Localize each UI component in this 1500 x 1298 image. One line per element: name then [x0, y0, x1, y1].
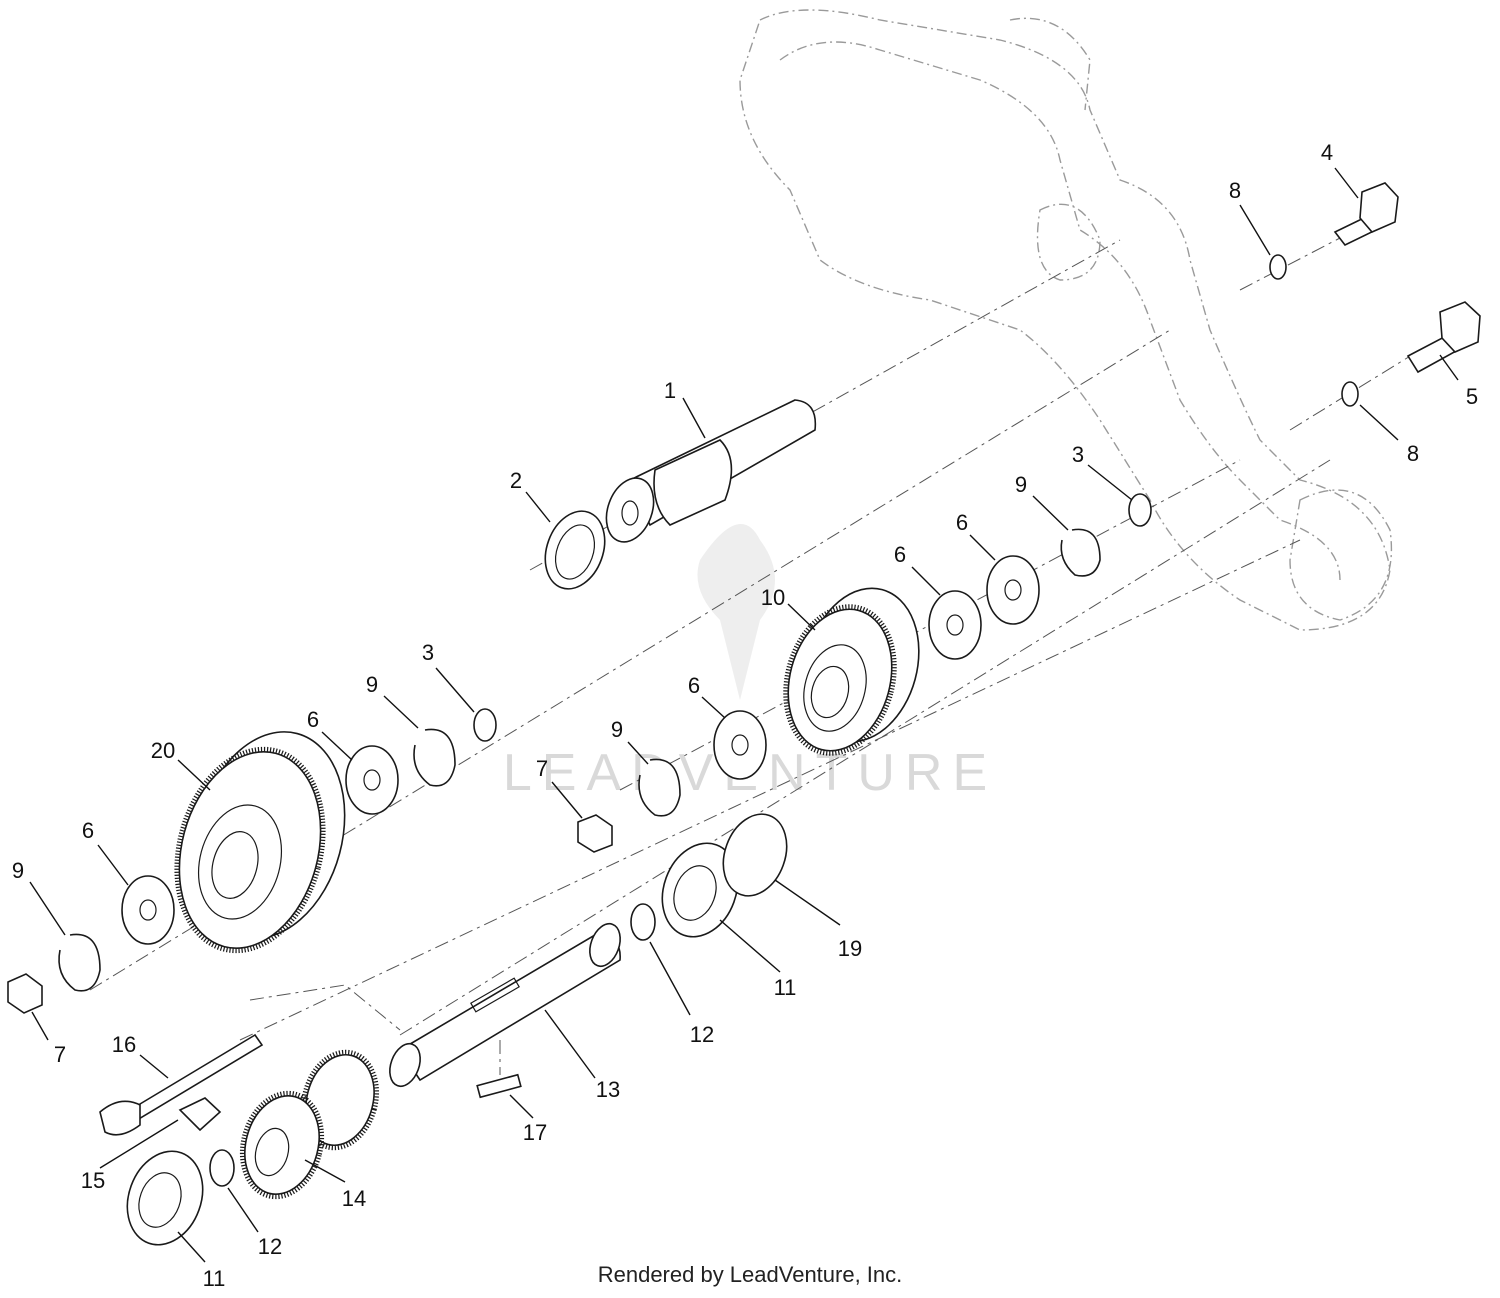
gear-large [174, 731, 346, 954]
woodruff-key [476, 1073, 522, 1099]
spacer-e [121, 875, 175, 945]
retaining-ring-lower [209, 1149, 235, 1187]
input-shaft [605, 399, 817, 543]
callout-labels: 1 2 3 3 4 5 6 6 6 6 6 7 7 8 8 9 9 9 9 10… [12, 140, 1478, 1291]
snap-ring-c [413, 728, 456, 787]
gear-cluster [239, 1049, 380, 1200]
snap-ring-b [638, 758, 681, 817]
callout-11: 11 [774, 975, 797, 1000]
callout-1: 1 [664, 378, 676, 403]
callout-12: 12 [690, 1022, 714, 1047]
callout-14: 14 [342, 1186, 366, 1211]
hex-nut-b [7, 973, 43, 1014]
callout-6: 6 [307, 707, 319, 732]
bearing-nut [544, 510, 606, 590]
callout-20: 20 [151, 738, 175, 763]
callout-10: 10 [761, 585, 785, 610]
callout-17: 17 [523, 1120, 547, 1145]
snap-ring-a [1060, 528, 1101, 577]
callout-9: 9 [12, 858, 24, 883]
bearing-lower [126, 1150, 204, 1246]
callout-7: 7 [54, 1042, 66, 1067]
callout-6: 6 [82, 818, 94, 843]
callout-7: 7 [536, 756, 548, 781]
shoulder-bolt-lower [1406, 301, 1481, 374]
callout-8: 8 [1229, 178, 1241, 203]
spacer-a [986, 555, 1040, 625]
callout-16: 16 [112, 1032, 136, 1057]
retaining-ring-upper [630, 903, 656, 941]
callout-3: 3 [422, 640, 434, 665]
callout-19: 19 [838, 936, 862, 961]
hex-nut-a [577, 814, 613, 853]
callout-9: 9 [1015, 472, 1027, 497]
spacer-d [345, 745, 399, 815]
callout-2: 2 [510, 468, 522, 493]
callout-6: 6 [956, 510, 968, 535]
leader-lines [29, 167, 1459, 1263]
callout-8: 8 [1407, 441, 1419, 466]
callout-11: 11 [203, 1266, 226, 1291]
washer-upper [1269, 254, 1287, 280]
thrust-washer-lower [473, 708, 497, 742]
bearing-upper [661, 842, 739, 938]
render-credit: Rendered by LeadVenture, Inc. [597, 1262, 903, 1287]
callout-9: 9 [611, 717, 623, 742]
output-shaft [389, 922, 621, 1088]
callout-9: 9 [366, 672, 378, 697]
shift-fork [99, 1097, 222, 1136]
seal-ring [722, 813, 788, 897]
shoulder-bolt-upper [1333, 182, 1399, 247]
snap-ring-d [58, 933, 101, 992]
callout-6: 6 [688, 673, 700, 698]
callout-12: 12 [258, 1234, 282, 1259]
callout-15: 15 [81, 1168, 105, 1193]
callout-5: 5 [1466, 384, 1478, 409]
gear-intermediate [783, 587, 920, 756]
spacer-c [713, 710, 767, 780]
callout-6: 6 [894, 542, 906, 567]
washer-lower [1341, 381, 1359, 407]
thrust-washer-upper [1128, 493, 1152, 527]
spacer-b [928, 590, 982, 660]
callout-13: 13 [596, 1077, 620, 1102]
transaxle-housing-phantom [739, 9, 1393, 631]
callout-4: 4 [1321, 140, 1333, 165]
callout-3: 3 [1072, 442, 1084, 467]
